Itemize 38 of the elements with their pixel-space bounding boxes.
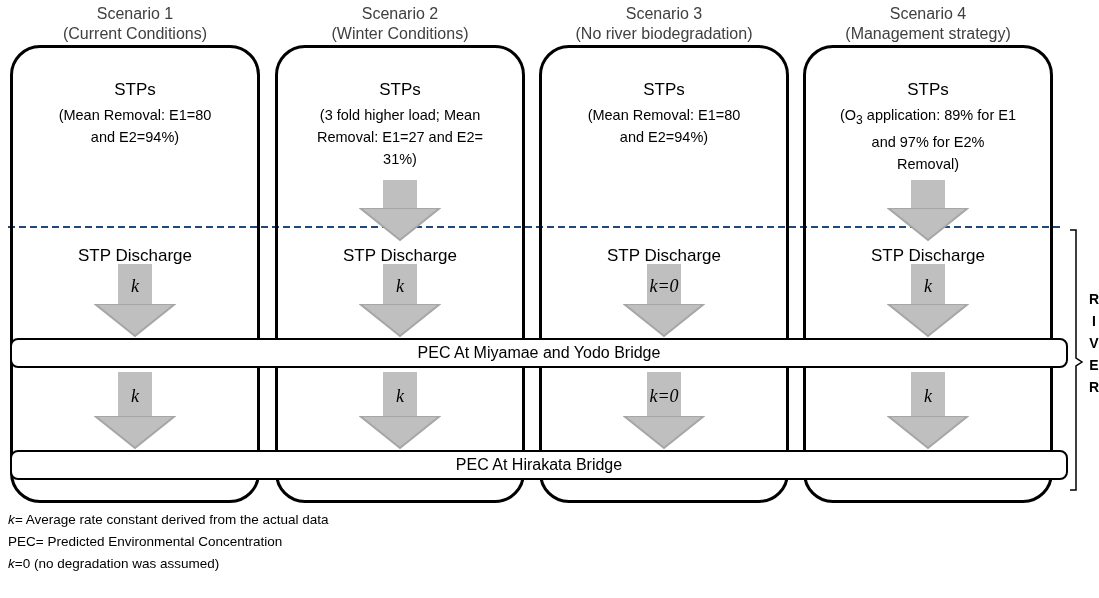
vertical-label: RIVER — [1088, 290, 1099, 397]
block-arrow — [359, 372, 441, 449]
edge-label: k=0 — [649, 385, 679, 407]
edge-label: k — [396, 385, 404, 407]
block-arrow — [887, 180, 969, 241]
node-label: STP Discharge — [38, 232, 232, 268]
band-box: PEC At Hirakata Bridge — [10, 450, 1068, 480]
node-title: STPs — [378, 80, 422, 100]
block-arrow — [623, 372, 705, 449]
edge-label: k — [131, 385, 139, 407]
node-text: (Mean Removal: E1=80 and E2=94%) — [57, 106, 213, 147]
edge-label: k — [131, 275, 139, 297]
node-label: STP Discharge — [303, 232, 497, 268]
edge-label: k — [924, 385, 932, 407]
node-text: (Mean Removal: E1=80 and E2=94%) — [586, 106, 742, 147]
band-box: PEC At Miyamae and Yodo Bridge — [10, 338, 1068, 368]
footnote: PEC= Predicted Environmental Concentration — [8, 534, 283, 549]
node-label: STP Discharge — [831, 232, 1025, 268]
node-label: STP Discharge — [567, 232, 761, 268]
footnote: k= Average rate constant derived from the actual data — [8, 512, 329, 527]
block-arrow — [94, 372, 176, 449]
column-heading: Scenario 1 (Current Conditions) — [61, 4, 209, 44]
edge-label: k — [924, 275, 932, 297]
block-arrow — [94, 264, 176, 337]
node-title: STPs — [113, 80, 157, 100]
edge-label: k=0 — [649, 275, 679, 297]
node-title: STPs — [642, 80, 686, 100]
node-text: (O$_{3}$ application: 89% for E1 and 97% for E2% Removal) — [839, 106, 1017, 174]
column-heading: Scenario 3 (No river biodegradation) — [574, 4, 754, 44]
node-text: (3 fold higher load; Mean Removal: E1=27 and E2= 31%) — [315, 106, 485, 169]
block-arrow — [359, 180, 441, 241]
block-arrow — [887, 372, 969, 449]
block-arrow — [623, 264, 705, 337]
edge-label: k — [396, 275, 404, 297]
column-heading: Scenario 4 (Management strategy) — [844, 4, 1012, 44]
node-title: STPs — [906, 80, 950, 100]
footnote: k=0 (no degradation was assumed) — [8, 556, 220, 571]
column-heading: Scenario 2 (Winter Conditions) — [330, 4, 470, 44]
